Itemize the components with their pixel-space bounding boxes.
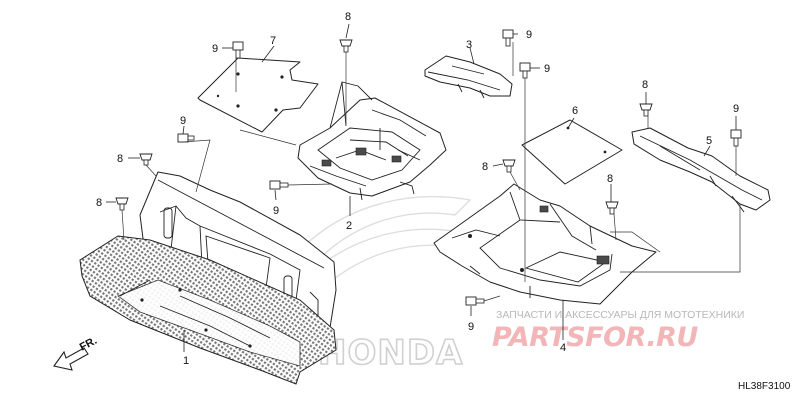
callout-8: 8 xyxy=(345,11,351,23)
callout-2: 2 xyxy=(346,220,352,232)
part-4-floor-tray xyxy=(433,183,657,305)
callout-6: 6 xyxy=(572,105,578,117)
callout-9: 9 xyxy=(180,115,186,127)
callout-3: 3 xyxy=(466,39,472,51)
front-label: FR. xyxy=(78,335,99,354)
callout-8: 8 xyxy=(642,79,648,91)
clip-fastener xyxy=(339,39,353,53)
front-direction-indicator: FR. xyxy=(53,335,99,371)
callout-9: 9 xyxy=(273,205,279,217)
callout-1: 1 xyxy=(183,355,189,367)
bolt-fastener xyxy=(269,180,289,190)
callouts: 1 2 3 4 5 6 7 8 8 8 8 8 8 9 9 9 9 9 9 9 xyxy=(96,11,739,367)
part-1-deck xyxy=(79,171,337,385)
honda-wing-logo xyxy=(298,195,472,259)
leader-lines xyxy=(106,23,741,352)
callout-8: 8 xyxy=(117,153,123,165)
part-2-tray xyxy=(297,81,447,201)
clip-fastener xyxy=(639,103,653,117)
bolt-fastener xyxy=(177,133,195,143)
bolt-fastener xyxy=(465,296,485,306)
bolt-fastener xyxy=(232,41,244,59)
clip-fastener xyxy=(139,153,153,166)
clip-fastener xyxy=(115,197,129,211)
honda-brand-text: HONDA xyxy=(318,333,463,373)
clip-fastener xyxy=(502,159,516,173)
bolt-fastener xyxy=(730,129,742,147)
watermark-caption: ЗАПЧАСТИ И АКСЕССУАРЫ ДЛЯ МОТОТЕХНИКИ xyxy=(496,309,744,321)
watermark-logo: PARTSFOR.RU xyxy=(492,322,698,353)
bolt-fastener xyxy=(502,29,514,47)
callout-7: 7 xyxy=(270,35,276,47)
callout-9: 9 xyxy=(468,321,474,333)
front-arrow-icon xyxy=(53,347,89,371)
callout-8: 8 xyxy=(482,161,488,173)
callout-9: 9 xyxy=(212,43,218,55)
callout-9: 9 xyxy=(526,29,532,41)
callout-9: 9 xyxy=(544,63,550,75)
bolt-fastener xyxy=(519,62,531,79)
callout-8: 8 xyxy=(607,173,613,185)
part-5-bracket xyxy=(631,127,771,213)
diagram-code: HL38F3100 xyxy=(738,381,791,392)
callout-8: 8 xyxy=(96,197,102,209)
callout-4: 4 xyxy=(560,342,566,354)
part-7-plate xyxy=(197,57,319,133)
watermark: HONDA ЗАПЧАСТИ И АКСЕССУАРЫ ДЛЯ МОТОТЕХН… xyxy=(298,195,744,374)
clip-fastener xyxy=(605,201,619,215)
fasteners xyxy=(115,29,742,306)
callout-5: 5 xyxy=(706,135,712,147)
callout-9: 9 xyxy=(733,103,739,115)
part-3-bracket xyxy=(424,55,513,99)
